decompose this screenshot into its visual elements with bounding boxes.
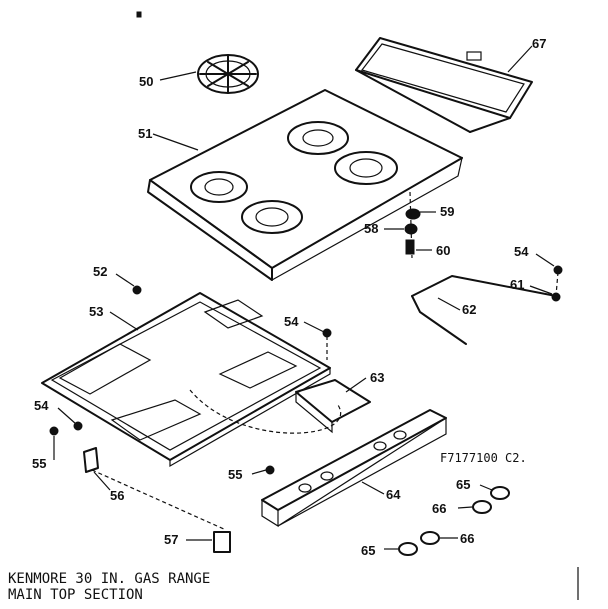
burner-box-part <box>41 292 342 468</box>
main-top-part <box>147 89 463 282</box>
label-54-right: 54 <box>514 244 529 259</box>
corner-mark <box>136 11 142 18</box>
caption-subtitle: MAIN TOP SECTION <box>8 587 143 603</box>
label-54-left: 54 <box>34 398 49 413</box>
label-60: 60 <box>436 243 450 258</box>
caption-title: KENMORE 30 IN. GAS RANGE <box>8 571 210 587</box>
knob-parts <box>398 486 510 556</box>
screw-parts <box>49 285 332 475</box>
label-62: 62 <box>462 302 476 317</box>
label-50: 50 <box>139 74 153 89</box>
label-63: 63 <box>370 370 384 385</box>
label-55-bottom: 55 <box>228 467 242 482</box>
leader-lines <box>53 45 555 550</box>
label-51: 51 <box>138 126 152 141</box>
clip-parts <box>83 447 231 553</box>
label-66-bottom: 66 <box>460 531 474 546</box>
label-58: 58 <box>364 221 378 236</box>
label-52: 52 <box>93 264 107 279</box>
burner-grate-part <box>197 54 259 94</box>
frame-part <box>355 37 533 133</box>
label-56: 56 <box>110 488 124 503</box>
label-53: 53 <box>89 304 103 319</box>
label-55-left: 55 <box>32 456 46 471</box>
label-64: 64 <box>386 487 401 502</box>
label-67: 67 <box>532 36 546 51</box>
manifold-rail-part <box>261 409 447 528</box>
label-61: 61 <box>510 277 524 292</box>
bracket-part <box>411 265 563 345</box>
drawing-code: F7177100 C2. <box>440 451 527 465</box>
grommet-parts <box>404 191 421 259</box>
burner-bracket-part <box>295 379 371 434</box>
label-57: 57 <box>164 532 178 547</box>
label-66-top: 66 <box>432 501 446 516</box>
label-59: 59 <box>440 204 454 219</box>
label-65-top: 65 <box>456 477 470 492</box>
label-65-bottom: 65 <box>361 543 375 558</box>
label-54-center: 54 <box>284 314 299 329</box>
